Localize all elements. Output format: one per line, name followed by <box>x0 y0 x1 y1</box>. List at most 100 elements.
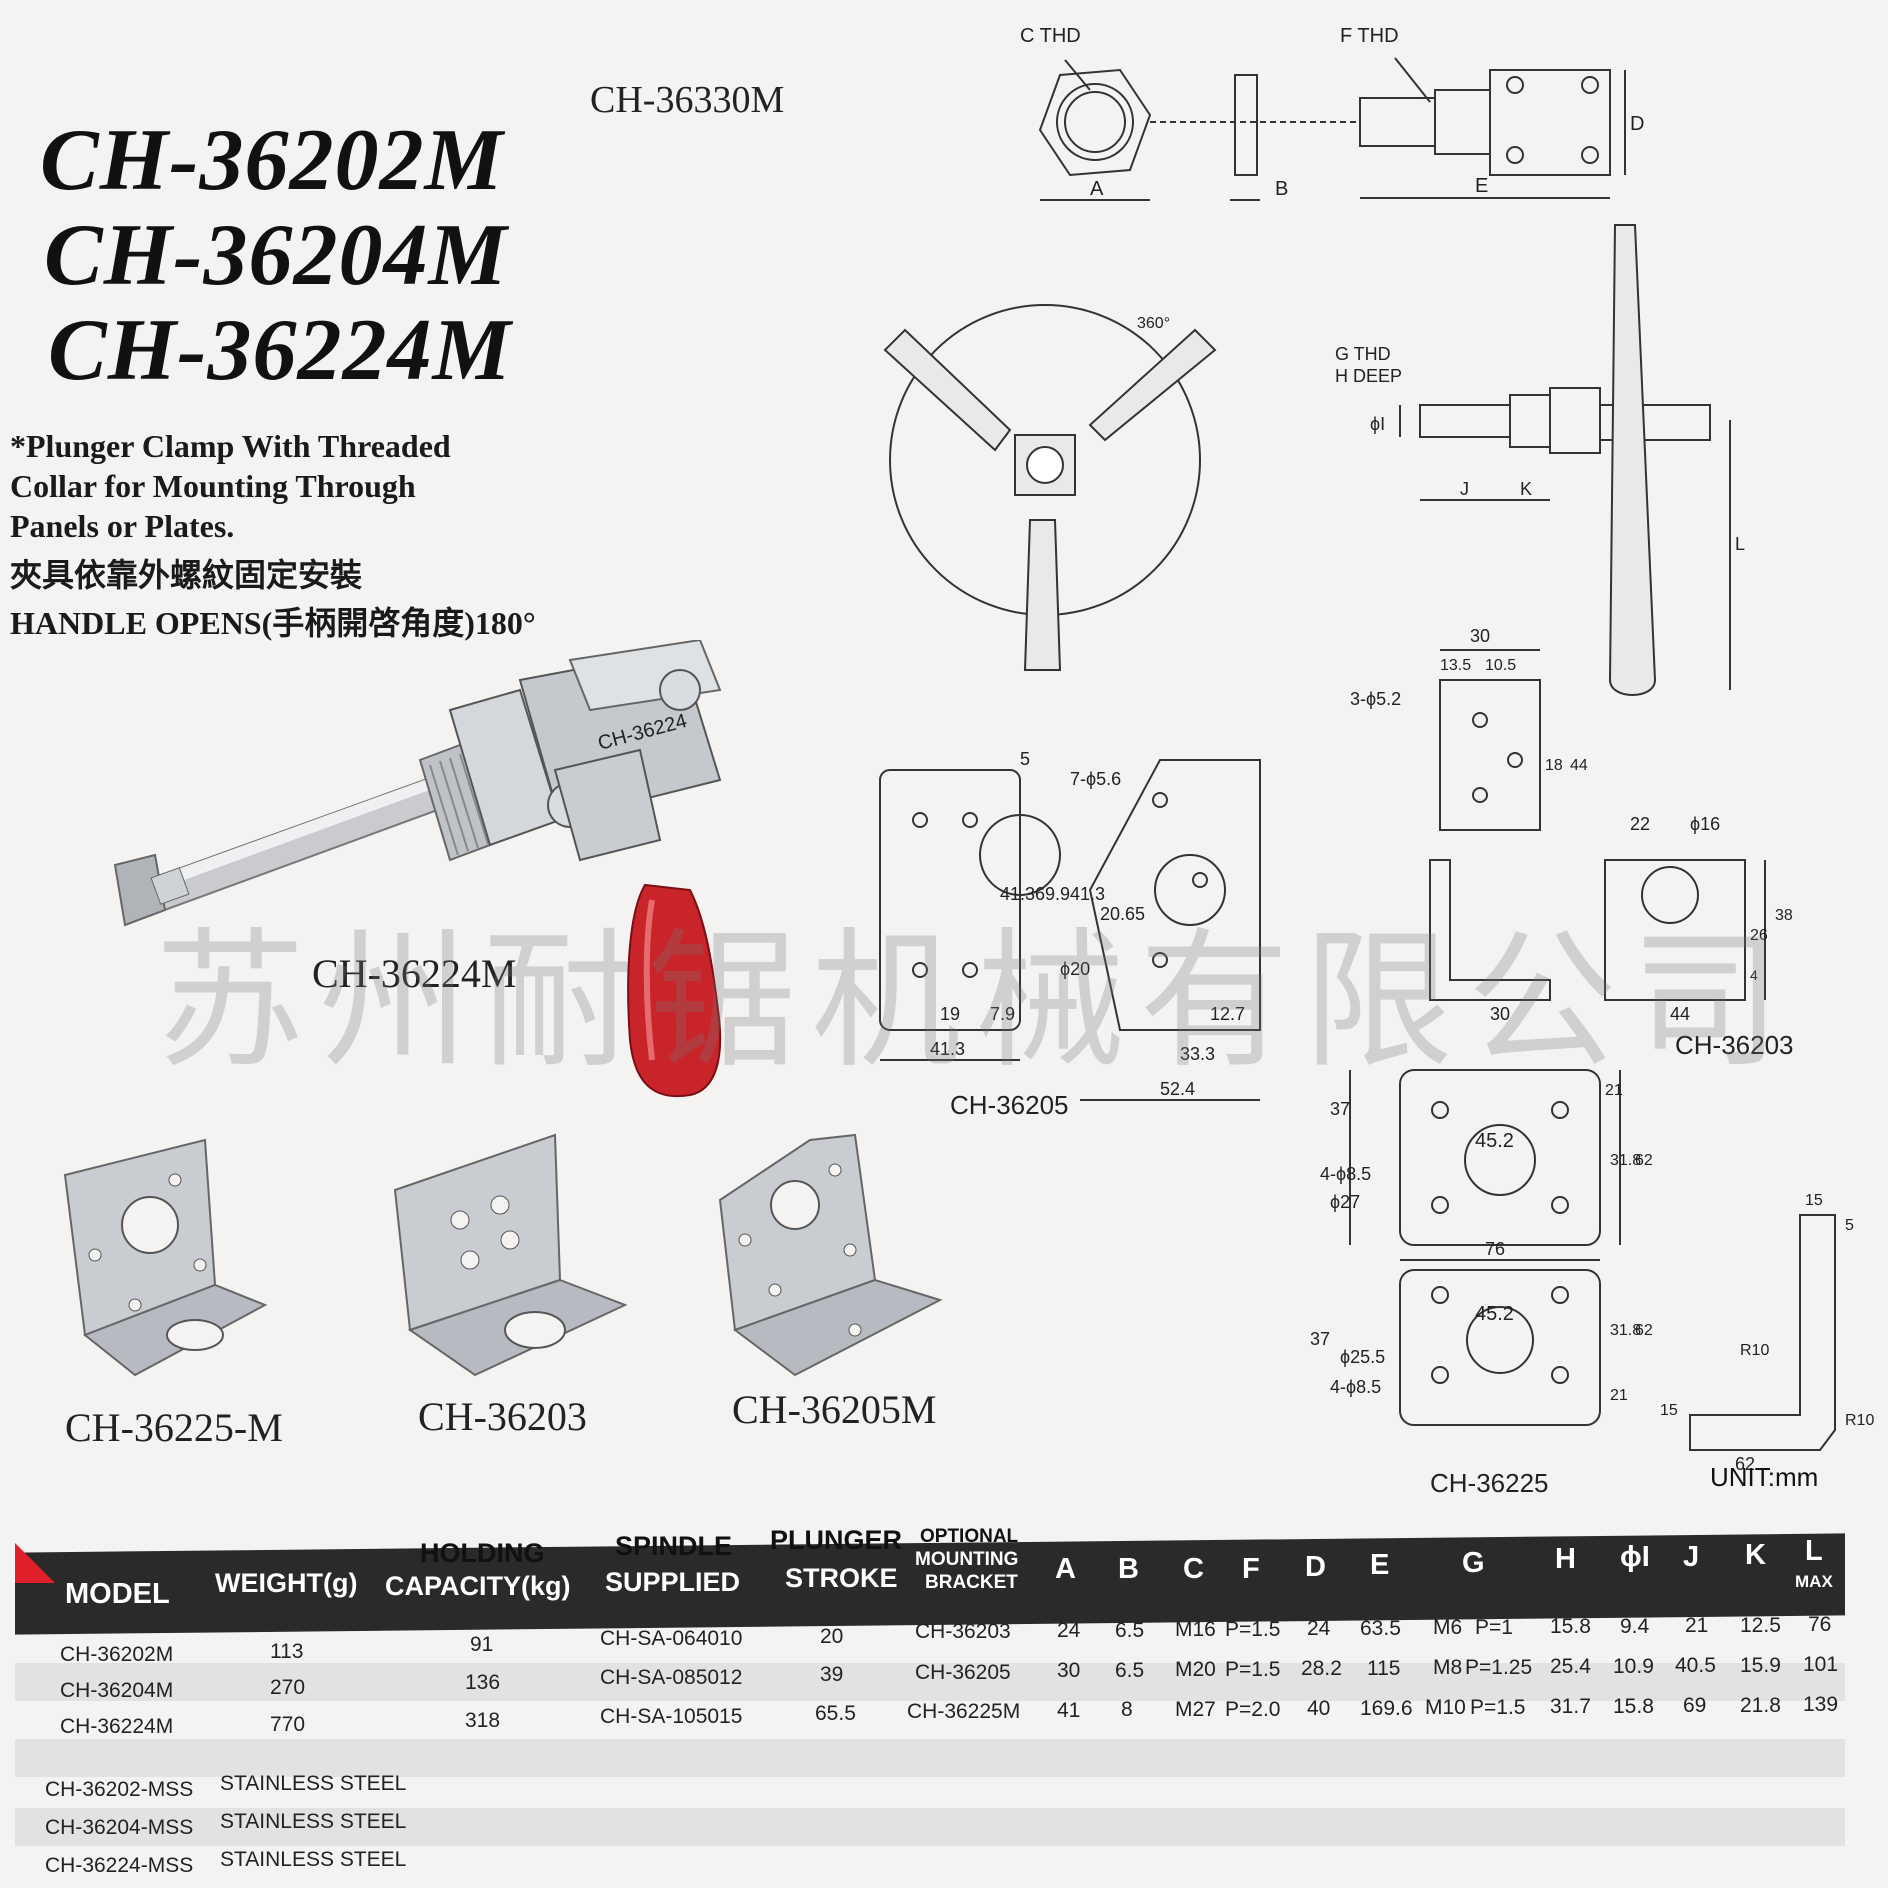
ch36225-holes-a: 4-ϕ8.5 <box>1320 1164 1371 1184</box>
ch36225-phi25-5: ϕ25.5 <box>1340 1347 1385 1367</box>
ch36205-holes: 7-ϕ5.6 <box>1070 769 1121 789</box>
ch36225-d21a: 21 <box>1605 1082 1623 1099</box>
cell-h: 15.8 <box>1550 1615 1591 1638</box>
cell-material: STAINLESS STEEL <box>220 1810 407 1833</box>
ch36205-label: CH-36205 <box>950 1090 1069 1120</box>
cell-a: 41 <box>1057 1699 1081 1722</box>
cell-l: 139 <box>1803 1693 1839 1716</box>
cell-weight: 270 <box>270 1676 306 1699</box>
header-spindle-2: SUPPLIED <box>605 1567 741 1597</box>
ch36225-d45-2a: 45.2 <box>1475 1130 1514 1152</box>
h-deep-label: H DEEP <box>1335 366 1402 386</box>
ch36225-r10b: R10 <box>1845 1412 1874 1429</box>
ch36203-d26: 26 <box>1750 927 1768 944</box>
cell-i: 10.9 <box>1613 1655 1654 1678</box>
a-label: A <box>1090 178 1104 200</box>
cell-i: 15.8 <box>1613 1695 1654 1718</box>
cell-model: CH-36202-MSS <box>45 1778 194 1801</box>
cell-b: 6.5 <box>1115 1619 1145 1642</box>
cell-c: M20 <box>1175 1658 1216 1681</box>
clamp-photo: CH-36224 <box>113 640 722 1098</box>
header-bracket: BRACKET <box>925 1572 1018 1593</box>
ch36205-d41-3b: 41.3 <box>1070 884 1105 904</box>
cell-g2: P=1.5 <box>1470 1696 1526 1719</box>
ch36205-d20-65: 20.65 <box>1100 904 1145 924</box>
ch36225-d62c: 62 <box>1735 1454 1755 1474</box>
model-title-2: CH-36204M <box>44 207 508 304</box>
header-a: A <box>1055 1553 1076 1585</box>
bracket-2-label: CH-36203 <box>418 1394 587 1439</box>
cell-model: CH-36204-MSS <box>45 1816 194 1839</box>
description-line-1: *Plunger Clamp With Threaded <box>10 428 451 464</box>
ch36225-r10a: R10 <box>1740 1342 1769 1359</box>
cell-f: P=1.5 <box>1225 1658 1281 1681</box>
ch36205-d5: 5 <box>1020 749 1030 769</box>
company-watermark: 苏州耐锯机械有限公司 <box>155 915 1796 1089</box>
bracket-photo-1 <box>63 1138 268 1377</box>
table-row: CH-36224M 770 318 CH-SA-105015 65.5 CH-3… <box>15 1693 1845 1739</box>
header-i: ϕI <box>1620 1541 1650 1573</box>
bracket-photo-2 <box>393 1133 628 1377</box>
table-row: CH-36224-MSS STAINLESS STEEL <box>15 1846 1845 1884</box>
rotation-drawing: 360° <box>883 304 1217 671</box>
header-holding-1: HOLDING <box>420 1538 545 1568</box>
ch36225-d62b: 62 <box>1635 1322 1653 1339</box>
phi-i-label: ϕI <box>1370 414 1385 434</box>
table-row <box>15 1739 1845 1777</box>
ch36205-d41-3c: 41.3 <box>930 1039 965 1059</box>
top-dimension-drawing: C THD F THD A B E D <box>1020 25 1644 201</box>
cell-g: M10 <box>1425 1696 1466 1719</box>
ch36205-d52-4: 52.4 <box>1160 1079 1195 1099</box>
f-thd-label: F THD <box>1340 25 1399 47</box>
table-row: CH-36202M 113 91 CH-SA-064010 20 CH-3620… <box>15 1613 1845 1666</box>
cell-holding: 91 <box>470 1633 494 1656</box>
table-row: CH-36204-MSS STAINLESS STEEL <box>15 1808 1845 1846</box>
cell-model: CH-36224M <box>60 1715 174 1738</box>
e-label: E <box>1475 175 1488 197</box>
ch36205-d7-9: 7.9 <box>990 1004 1015 1024</box>
header-mounting: MOUNTING <box>915 1549 1019 1570</box>
header-l: L <box>1805 1535 1823 1567</box>
header-h: H <box>1555 1543 1576 1575</box>
cell-c: M16 <box>1175 1618 1216 1641</box>
g-thd-label: G THD <box>1335 344 1391 364</box>
header-plunger-1: PLUNGER <box>770 1525 903 1555</box>
header-weight: WEIGHT(g) <box>215 1568 358 1598</box>
description-line-4: 夾具依靠外螺紋固定安裝 <box>10 557 363 593</box>
ch36225-label: CH-36225 <box>1430 1468 1549 1498</box>
header-holding-2: CAPACITY(kg) <box>385 1571 571 1601</box>
header-spindle-1: SPINDLE <box>615 1531 733 1561</box>
cell-h: 31.7 <box>1550 1695 1591 1718</box>
header-g: G <box>1462 1547 1485 1579</box>
cell-spindle: CH-SA-085012 <box>600 1666 743 1689</box>
cell-bracket: CH-36225M <box>907 1700 1021 1723</box>
ch36225-d31-8a: 31.8 <box>1610 1152 1641 1169</box>
cell-k: 15.9 <box>1740 1654 1781 1677</box>
ch36225-holes-b: 4-ϕ8.5 <box>1330 1377 1381 1397</box>
cell-spindle: CH-SA-064010 <box>600 1627 743 1650</box>
cell-model: CH-36202M <box>60 1643 174 1666</box>
cell-j: 40.5 <box>1675 1654 1716 1677</box>
ch36203-d30: 30 <box>1470 626 1490 646</box>
cell-model: CH-36204M <box>60 1679 174 1702</box>
header-plunger-2: STROKE <box>785 1563 898 1593</box>
cell-g: M8 <box>1433 1656 1463 1679</box>
ch36225-drawing: 37 21 45.2 31.8 62 4-ϕ8.5 ϕ27 76 37 45.2… <box>1310 1069 1874 1474</box>
ch36225-d37b: 37 <box>1310 1329 1330 1349</box>
cell-b: 8 <box>1121 1698 1133 1721</box>
cell-d: 24 <box>1307 1617 1331 1640</box>
cell-a: 30 <box>1057 1659 1081 1682</box>
ch36225-phi27: ϕ27 <box>1330 1192 1360 1212</box>
cell-e: 63.5 <box>1360 1617 1401 1640</box>
cell-stroke: 65.5 <box>815 1702 856 1725</box>
ch36203-phi16: ϕ16 <box>1690 814 1720 834</box>
top-model-label: CH-36330M <box>590 79 785 121</box>
cell-bracket: CH-36205 <box>915 1661 1011 1684</box>
model-title-1: CH-36202M <box>40 112 504 209</box>
header-d: D <box>1305 1551 1326 1583</box>
cell-a: 24 <box>1057 1619 1081 1642</box>
cell-stroke: 20 <box>820 1625 844 1648</box>
cell-e: 169.6 <box>1360 1697 1413 1720</box>
side-view-drawing: G THD H DEEP ϕI J K L <box>1335 224 1745 696</box>
bracket-3-label: CH-36205M <box>732 1387 937 1432</box>
